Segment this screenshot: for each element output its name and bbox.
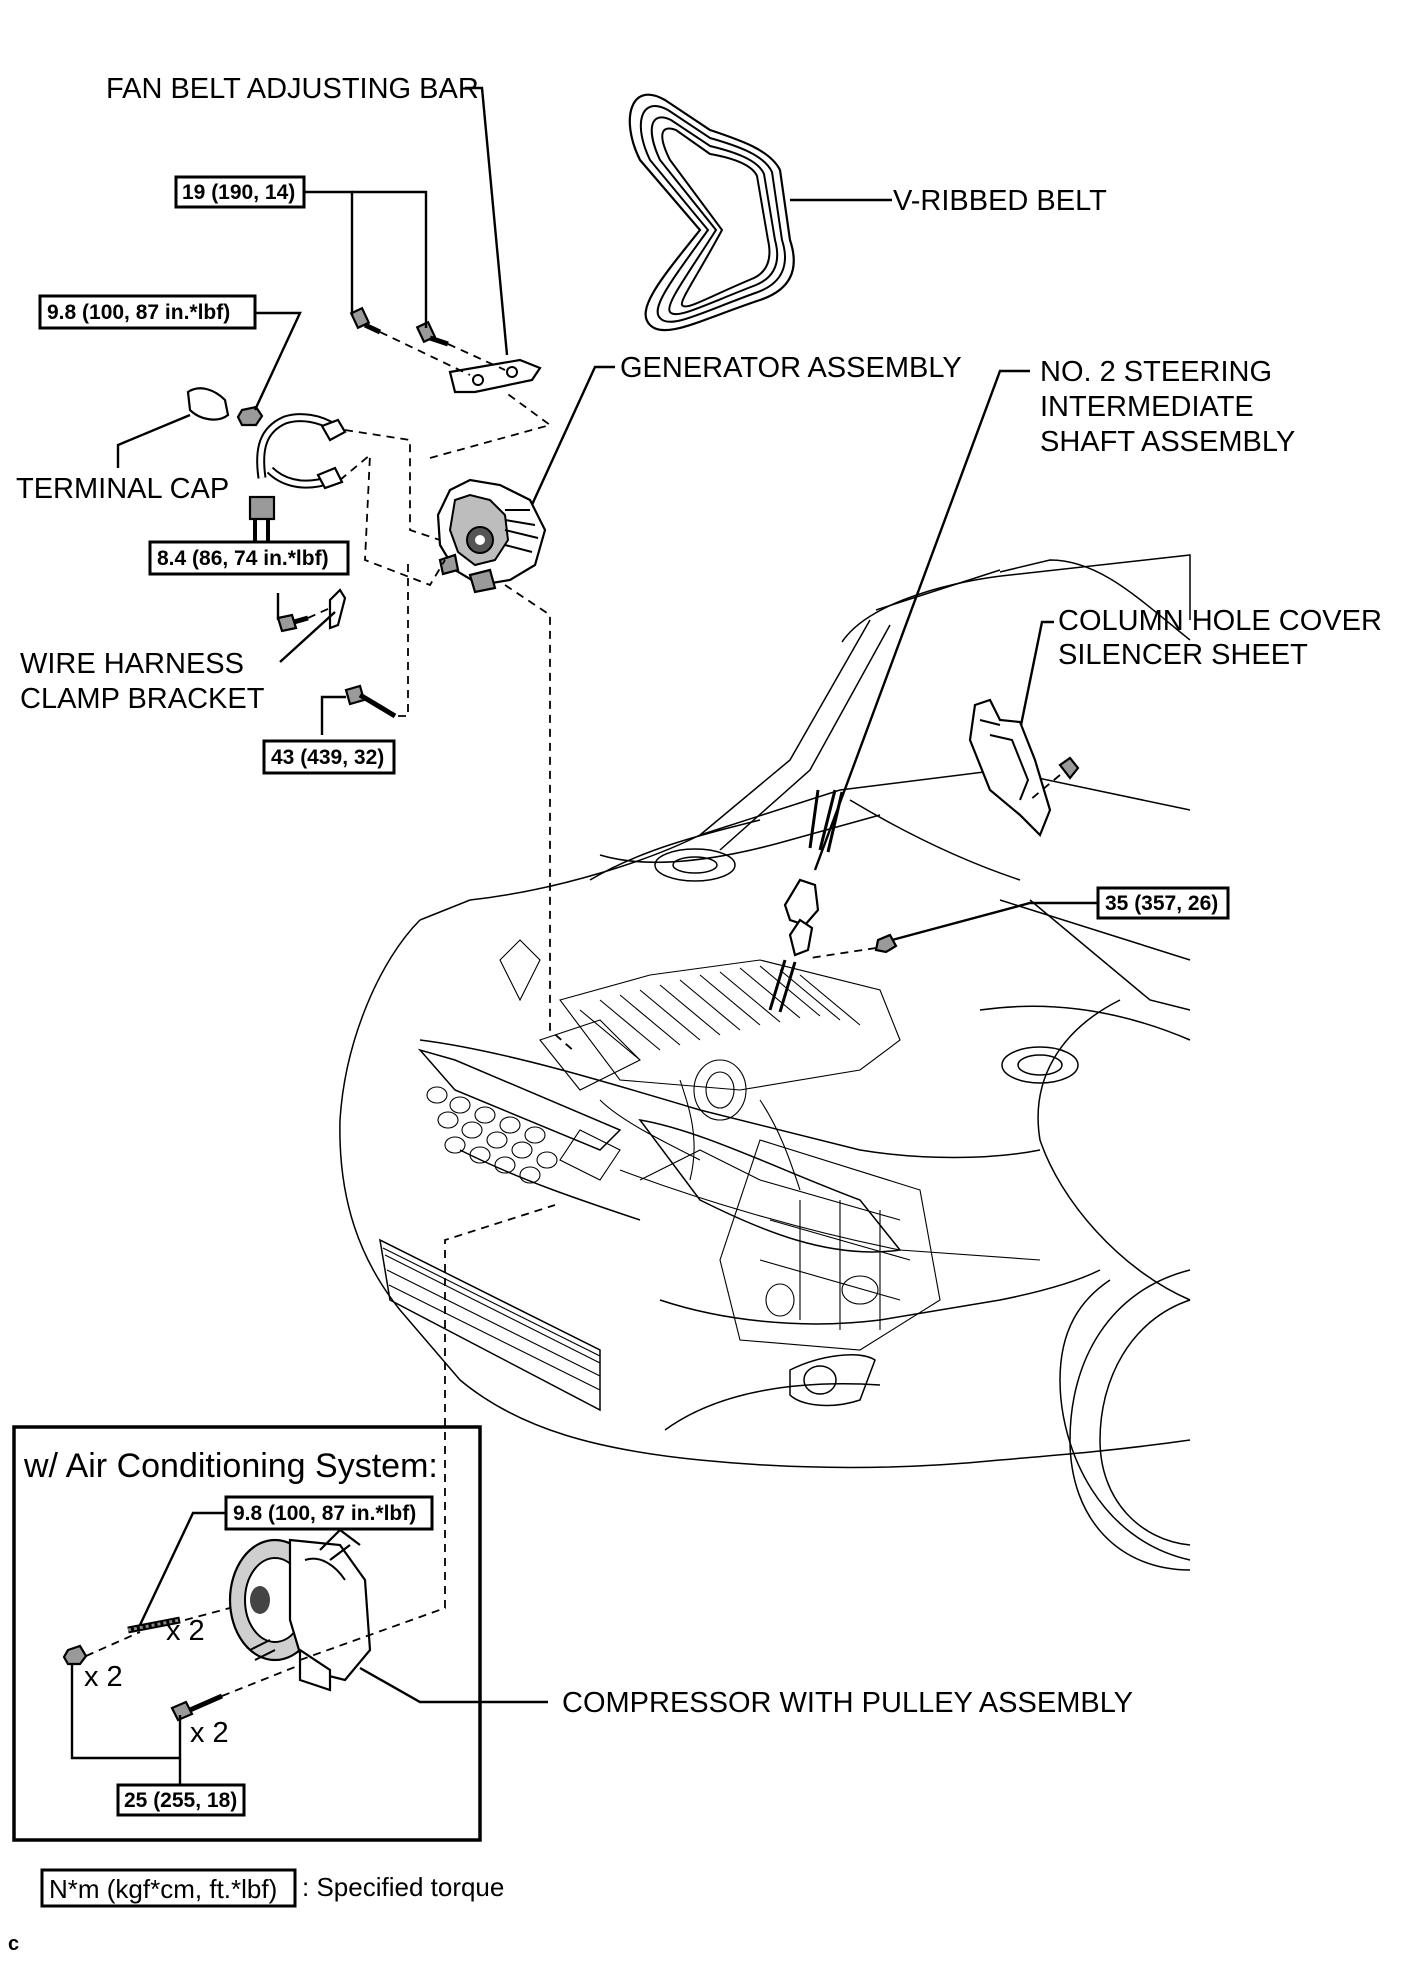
clamp-bracket-bolt [276, 613, 309, 633]
column-hole-label-2: SILENCER SHEET [1058, 639, 1308, 671]
generator-assembly [436, 478, 547, 594]
steering-shaft-label-1: NO. 2 STEERING [1040, 356, 1272, 388]
adjusting-bar-leader [465, 86, 509, 356]
v-ribbed-belt [628, 93, 892, 332]
column-hole-leader [1018, 620, 1054, 731]
generator-bolt [344, 684, 397, 719]
ac-inset-title: w/ Air Conditioning System: [23, 1447, 438, 1485]
column-hole-label-1: COLUMN HOLE COVER [1058, 605, 1382, 637]
adjusting-bar-bolt-1 [349, 306, 382, 335]
terminal-cap [186, 387, 230, 421]
terminal-nut [236, 405, 264, 427]
torque-generator-bolt: 43 (439, 32) [271, 746, 384, 769]
terminal-cap-label: TERMINAL CAP [16, 473, 229, 505]
steering-shaft-label-3: SHAFT ASSEMBLY [1040, 426, 1295, 458]
torque-box-adjusting-bar [174, 175, 306, 209]
wire-harness-label-2: CLAMP BRACKET [20, 683, 265, 715]
torque-steering-bolt: 35 (357, 26) [1105, 892, 1218, 915]
compressor-stud-bolt [127, 1616, 181, 1634]
qty-nut: x 2 [84, 1661, 123, 1693]
qty-bolt: x 2 [190, 1717, 229, 1749]
compressor-nut [62, 1644, 88, 1666]
legend-unit-box [40, 1868, 297, 1908]
steering-shaft-label-2: INTERMEDIATE [1040, 391, 1254, 423]
torque-adjusting-bar: 19 (190, 14) [182, 181, 295, 204]
generator-leader [523, 365, 615, 521]
compressor-leader [359, 1666, 548, 1704]
adjusting-bar-bolt-2 [415, 320, 449, 347]
torque-box-compressor-bolts [116, 1783, 246, 1817]
steering-shaft-leader [813, 369, 1030, 871]
corner-code: c [8, 1933, 19, 1955]
generator-assembly-label: GENERATOR ASSEMBLY [620, 352, 962, 384]
torque-box-terminal-nut [38, 294, 257, 330]
steering-bolt [874, 933, 898, 954]
torque-box-generator-bolt [262, 739, 396, 775]
v-ribbed-belt-label: V-RIBBED BELT [893, 185, 1107, 217]
compressor-with-pulley-assembly [228, 1528, 372, 1692]
wire-harness-label-1: WIRE HARNESS [20, 648, 244, 680]
fan-belt-adjusting-bar-label: FAN BELT ADJUSTING BAR [106, 73, 479, 105]
compressor-bolt [170, 1693, 224, 1722]
qty-stud: x 2 [166, 1615, 205, 1647]
legend-unit-text: N*m (kgf*cm, ft.*lbf) [49, 1874, 277, 1904]
silencer-clip [1058, 756, 1080, 780]
torque-clamp-bracket: 8.4 (86, 74 in.*lbf) [157, 547, 329, 570]
torque-box-compressor-stud [224, 1495, 434, 1531]
compressor-label: COMPRESSOR WITH PULLEY ASSEMBLY [562, 1687, 1133, 1719]
torque-compressor-stud: 9.8 (100, 87 in.*lbf) [233, 1502, 416, 1525]
torque-terminal-nut: 9.8 (100, 87 in.*lbf) [47, 301, 230, 324]
column-hole-cover-silencer-sheet [968, 698, 1052, 837]
torque-compressor-bolts: 25 (255, 18) [124, 1789, 237, 1812]
torque-box-steering-bolt [1096, 886, 1230, 920]
wire-harness-clamp-bracket [328, 588, 347, 630]
no2-steering-intermediate-shaft [768, 789, 844, 1013]
wire-harness [248, 413, 347, 545]
vehicle-illustration [339, 554, 1191, 1571]
fan-belt-adjusting-bar [448, 358, 542, 394]
torque-box-clamp-bracket [148, 540, 350, 576]
legend-description: : Specified torque [302, 1872, 504, 1902]
